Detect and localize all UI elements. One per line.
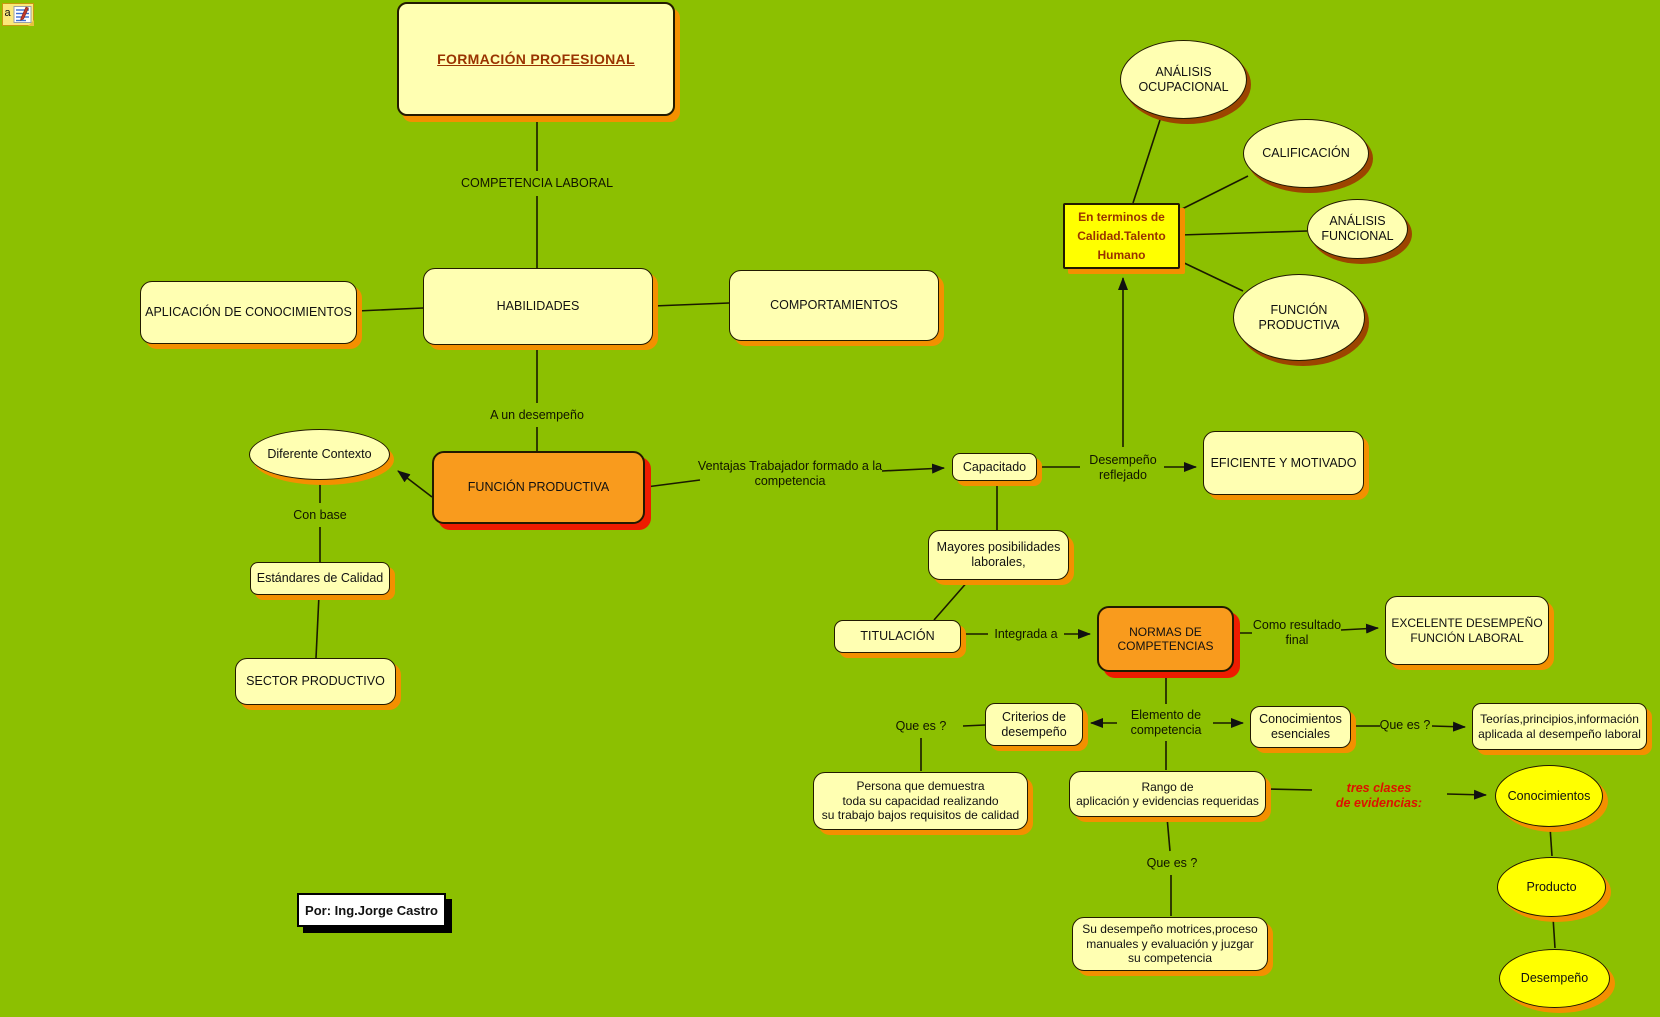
node-persona-label: Persona que demuestra toda su capacidad … bbox=[821, 779, 1020, 823]
node-su-desempeno-motrices[interactable]: Su desempeño motrices,proceso manuales y… bbox=[1072, 917, 1268, 971]
node-en-terminos-de-calidad[interactable]: En terminos de Calidad.Talento Humano bbox=[1063, 203, 1180, 269]
author-credit-label: Por: Ing.Jorge Castro bbox=[305, 902, 438, 918]
connector-quees1-criterios bbox=[962, 724, 986, 727]
connector-estandares-sector bbox=[315, 594, 320, 659]
node-excelente-label: EXCELENTE DESEMPEÑO FUNCIÓN LABORAL bbox=[1391, 616, 1543, 645]
node-conocimientos[interactable]: Conocimientos bbox=[1495, 765, 1603, 827]
connector-producto-desempeno bbox=[1552, 916, 1556, 949]
node-estandares-label: Estándares de Calidad bbox=[256, 571, 384, 585]
annotation-letter: a bbox=[5, 7, 12, 19]
node-conocimientos-label: Conocimientos bbox=[1507, 788, 1591, 803]
connector-enterminos-analisisocupacional bbox=[1132, 119, 1161, 204]
node-desempeno[interactable]: Desempeño bbox=[1499, 949, 1610, 1008]
link-label-integrada-a[interactable]: Integrada a bbox=[994, 627, 1058, 641]
link-label-desempeno-reflejado[interactable]: Desempeño reflejado bbox=[1089, 453, 1157, 482]
node-analisis-ocupacional-label: ANÁLISIS OCUPACIONAL bbox=[1138, 64, 1229, 94]
node-aplicacion-label: APLICACIÓN DE CONOCIMIENTOS bbox=[145, 305, 352, 319]
node-formacion-profesional-label: FORMACIÓN PROFESIONAL bbox=[437, 50, 635, 67]
connector-rango-tresclases bbox=[1266, 788, 1313, 791]
link-label-con-base[interactable]: Con base bbox=[293, 508, 347, 522]
connector-funcionproductiva-diferentecontexto bbox=[397, 470, 433, 498]
connector-enterminos-calificacion bbox=[1179, 175, 1249, 211]
node-calificacion-label: CALIFICACIÓN bbox=[1262, 146, 1350, 160]
node-funcion-productiva-label: FUNCIÓN PRODUCTIVA bbox=[467, 480, 610, 494]
connector-enterminos-funcionproductivaellipse bbox=[1179, 260, 1244, 292]
node-normas-de-competencias[interactable]: NORMAS DE COMPETENCIAS bbox=[1097, 606, 1234, 672]
connector-mayores-titulacion bbox=[933, 579, 970, 621]
node-excelente-desempeno[interactable]: EXCELENTE DESEMPEÑO FUNCIÓN LABORAL bbox=[1385, 596, 1549, 665]
node-teorias-label: Teorías,principios,información aplicada … bbox=[1478, 712, 1641, 741]
node-diferente-contexto[interactable]: Diferente Contexto bbox=[249, 429, 390, 480]
node-eficiente-label: EFICIENTE Y MOTIVADO bbox=[1210, 455, 1357, 470]
node-producto-label: Producto bbox=[1526, 879, 1577, 894]
node-funcion-productiva-ellipse[interactable]: FUNCIÓN PRODUCTIVA bbox=[1233, 274, 1365, 361]
node-habilidades-label: HABILIDADES bbox=[496, 299, 580, 313]
node-normas-label: NORMAS DE COMPETENCIAS bbox=[1117, 624, 1214, 654]
node-comportamientos[interactable]: COMPORTAMIENTOS bbox=[729, 270, 939, 341]
node-sector-productivo[interactable]: SECTOR PRODUCTIVO bbox=[235, 658, 396, 705]
node-teorias-principios[interactable]: Teorías,principios,información aplicada … bbox=[1472, 703, 1647, 750]
link-label-elemento-de-competencia[interactable]: Elemento de competencia bbox=[1130, 708, 1202, 737]
connector-rango-quees3 bbox=[1166, 816, 1171, 852]
node-capacitado[interactable]: Capacitado bbox=[952, 453, 1037, 481]
node-conocimientos-esenciales[interactable]: Conocimientos esenciales bbox=[1250, 706, 1351, 748]
node-mayores-label: Mayores posibilidades laborales, bbox=[936, 540, 1061, 569]
node-capacitado-label: Capacitado bbox=[962, 459, 1027, 474]
pencil-glyph bbox=[20, 6, 29, 21]
node-habilidades[interactable]: HABILIDADES bbox=[423, 268, 653, 345]
connector-conocimientos-producto bbox=[1549, 826, 1553, 857]
annotation-note-icon[interactable]: a bbox=[2, 3, 34, 26]
node-su-desempeno-label: Su desempeño motrices,proceso manuales y… bbox=[1082, 922, 1258, 966]
node-funcion-productiva-ellipse-label: FUNCIÓN PRODUCTIVA bbox=[1258, 302, 1340, 332]
node-criterios-label: Criterios de desempeño bbox=[1001, 709, 1067, 739]
node-producto[interactable]: Producto bbox=[1497, 857, 1606, 917]
link-label-competencia-laboral[interactable]: COMPETENCIA LABORAL bbox=[460, 176, 614, 190]
node-rango-de-aplicacion[interactable]: Rango de aplicación y evidencias requeri… bbox=[1069, 771, 1266, 817]
connector-enterminos-analisisfuncional bbox=[1179, 230, 1308, 236]
node-aplicacion-de-conocimientos[interactable]: APLICACIÓN DE CONOCIMIENTOS bbox=[140, 281, 357, 344]
node-titulacion-label: TITULACIÓN bbox=[860, 629, 935, 643]
node-eficiente-y-motivado[interactable]: EFICIENTE Y MOTIVADO bbox=[1203, 431, 1364, 495]
node-analisis-ocupacional[interactable]: ANÁLISIS OCUPACIONAL bbox=[1120, 40, 1247, 119]
node-persona-que-demuestra[interactable]: Persona que demuestra toda su capacidad … bbox=[813, 772, 1028, 830]
node-analisis-funcional-label: ANÁLISIS FUNCIONAL bbox=[1321, 214, 1394, 243]
node-en-terminos-label: En terminos de Calidad.Talento Humano bbox=[1077, 209, 1166, 262]
connector-habilidades-comportamientos bbox=[652, 302, 730, 307]
node-estandares-de-calidad[interactable]: Estándares de Calidad bbox=[250, 562, 390, 595]
link-label-ventajas-trabajador[interactable]: Ventajas Trabajador formado a la compete… bbox=[697, 459, 883, 488]
node-comportamientos-label: COMPORTAMIENTOS bbox=[770, 298, 898, 312]
node-titulacion[interactable]: TITULACIÓN bbox=[834, 620, 961, 653]
link-label-que-es-3[interactable]: Que es ? bbox=[1146, 856, 1198, 870]
node-sector-label: SECTOR PRODUCTIVO bbox=[246, 674, 385, 688]
author-credit-box: Por: Ing.Jorge Castro bbox=[297, 893, 446, 927]
node-desempeno-label: Desempeño bbox=[1520, 971, 1589, 985]
node-mayores-posibilidades[interactable]: Mayores posibilidades laborales, bbox=[928, 530, 1069, 580]
node-formacion-profesional[interactable]: FORMACIÓN PROFESIONAL bbox=[397, 2, 675, 116]
node-conocimientos-esenciales-label: Conocimientos esenciales bbox=[1259, 712, 1342, 741]
node-calificacion[interactable]: CALIFICACIÓN bbox=[1243, 119, 1369, 188]
link-label-tres-clases-de-evidencias[interactable]: tres clases de evidencias: bbox=[1335, 781, 1423, 810]
link-label-a-un-desempeno[interactable]: A un desempeño bbox=[490, 408, 584, 422]
node-analisis-funcional[interactable]: ANÁLISIS FUNCIONAL bbox=[1307, 199, 1408, 259]
node-rango-label: Rango de aplicación y evidencias requeri… bbox=[1076, 779, 1259, 809]
connector-habilidades-aplicacion bbox=[356, 307, 424, 312]
link-label-que-es-1[interactable]: Que es ? bbox=[895, 719, 947, 733]
node-diferente-contexto-label: Diferente Contexto bbox=[267, 447, 372, 461]
link-label-como-resultado-final[interactable]: Como resultado final bbox=[1252, 618, 1342, 647]
connector-tresclases-conocimientos bbox=[1446, 789, 1487, 800]
link-label-que-es-2[interactable]: Que es ? bbox=[1379, 718, 1431, 732]
node-criterios-de-desempeno[interactable]: Criterios de desempeño bbox=[985, 703, 1083, 746]
node-funcion-productiva[interactable]: FUNCIÓN PRODUCTIVA bbox=[432, 451, 645, 524]
